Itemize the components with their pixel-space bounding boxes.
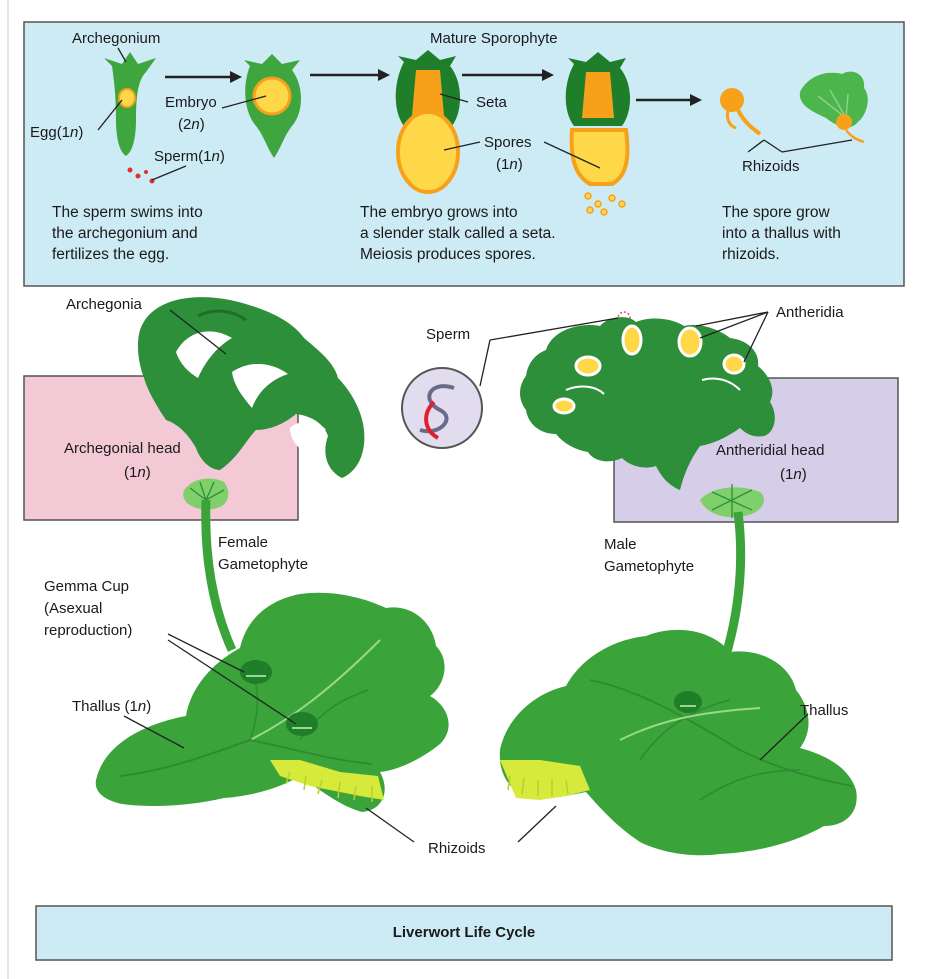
label-embryo: Embryo (165, 94, 217, 111)
sperm-circle-drawing (401, 311, 631, 449)
label-male: Male (604, 536, 637, 553)
caption-seta-line-3: Meiosis produces spores. (360, 246, 536, 263)
label-gemma-cup: Gemma Cup (44, 578, 130, 595)
arrow-4 (636, 94, 702, 106)
label-gemma-asexual: (Asexual (44, 600, 103, 617)
sporophyte-drawing-1 (395, 50, 461, 194)
caption-fertilization-line-3: fertilizes the egg. (52, 246, 170, 263)
arrow-1 (165, 71, 242, 83)
label-antheridial-head: Antheridial head (716, 442, 825, 459)
label-archegonial-ploidy-n: n (137, 464, 146, 481)
label-antheridial-ploidy-a: (1 (780, 466, 794, 483)
caption-thallus-line-1: The spore grow (722, 204, 830, 221)
label-embryo-ploidy-n: n (191, 116, 200, 133)
label-egg: Egg(1n) (30, 124, 83, 142)
label-spores-ploidy-n: n (509, 156, 518, 173)
label-thallus-female-b: ) (146, 698, 152, 715)
caption-fertilization-line-2: the archegonium and (52, 225, 198, 242)
label-embryo-ploidy: (2n) (178, 116, 205, 134)
label-antheridial-ploidy: (1n) (780, 466, 807, 484)
label-archegonial-head: Archegonial head (64, 440, 181, 457)
label-archegonia: Archegonia (66, 296, 142, 313)
title-bar (35, 905, 893, 961)
label-spores: Spores (484, 134, 532, 151)
arrow-2 (310, 69, 390, 81)
label-embryo-ploidy-a: (2 (178, 116, 192, 133)
female-stalk (201, 499, 237, 652)
label-spores-ploidy-a: (1 (496, 156, 510, 173)
sporophyte-drawing-2 (565, 52, 631, 216)
label-spores-ploidy: (1n) (496, 156, 523, 174)
label-antheridial-ploidy-n: n (793, 466, 802, 483)
top-leader-lines (97, 47, 853, 181)
label-egg-close: ) (78, 124, 84, 141)
label-rhizoids-bottom: Rhizoids (428, 840, 486, 857)
label-antheridia: Antheridia (776, 304, 844, 321)
label-archegonial-ploidy-a: (1 (124, 464, 138, 481)
caption-thallus-line-2: into a thallus with (722, 225, 841, 242)
label-mature-sporophyte: Mature Sporophyte (430, 30, 558, 47)
male-thallus-drawing (499, 629, 857, 856)
label-egg-text: Egg(1 (30, 124, 71, 141)
label-rhizoids-top: Rhizoids (742, 158, 800, 175)
caption-thallus-line-3: rhizoids. (722, 246, 780, 263)
label-sperm-top-text: Sperm(1 (154, 148, 212, 165)
label-thallus-male: Thallus (800, 702, 849, 719)
antheridial-head-drawing (520, 317, 775, 518)
label-female: Female (218, 534, 269, 551)
diagram-title: Liverwort Life Cycle (392, 924, 536, 941)
label-thallus-female-n: n (137, 698, 147, 715)
label-embryo-ploidy-b: ) (199, 116, 205, 133)
label-archegonium: Archegonium (72, 30, 161, 47)
young-thallus-drawing (799, 71, 868, 144)
label-archegonial-ploidy-b: ) (145, 464, 151, 481)
label-sperm-top-close: ) (219, 148, 225, 165)
caption-seta-line-2: a slender stalk called a seta. (360, 225, 556, 242)
label-egg-n: n (70, 124, 79, 141)
embryo-drawing (244, 54, 301, 158)
top-panel (23, 21, 905, 287)
caption-thallus: The spore grow into a thallus with rhizo… (722, 202, 841, 265)
label-sperm-top-n: n (211, 148, 220, 165)
male-stalk (719, 511, 746, 664)
arrow-3 (462, 69, 554, 81)
caption-fertilization: The sperm swims into the archegonium and… (52, 202, 203, 265)
label-thallus-female: Thallus (1n) (72, 698, 151, 716)
label-female-gametophyte: Gametophyte (218, 556, 309, 573)
label-antheridial-ploidy-b: ) (801, 466, 807, 483)
label-sperm-bottom: Sperm (426, 326, 471, 343)
label-spores-ploidy-b: ) (517, 156, 523, 173)
label-seta: Seta (476, 94, 507, 111)
germinating-spore-drawing (720, 88, 762, 136)
label-archegonial-ploidy: (1n) (124, 464, 151, 482)
label-male-gametophyte: Gametophyte (604, 558, 695, 575)
bottom-leader-lines (123, 309, 809, 843)
caption-seta-line-1: The embryo grows into (360, 204, 518, 221)
label-thallus-female-a: Thallus (1 (72, 698, 138, 715)
female-thallus-drawing (95, 592, 449, 812)
caption-fertilization-line-1: The sperm swims into (52, 204, 203, 221)
label-gemma-reproduction: reproduction) (44, 622, 133, 639)
caption-seta: The embryo grows into a slender stalk ca… (360, 202, 556, 265)
archegonial-head-drawing (137, 297, 365, 510)
label-sperm-top: Sperm(1n) (154, 148, 225, 166)
